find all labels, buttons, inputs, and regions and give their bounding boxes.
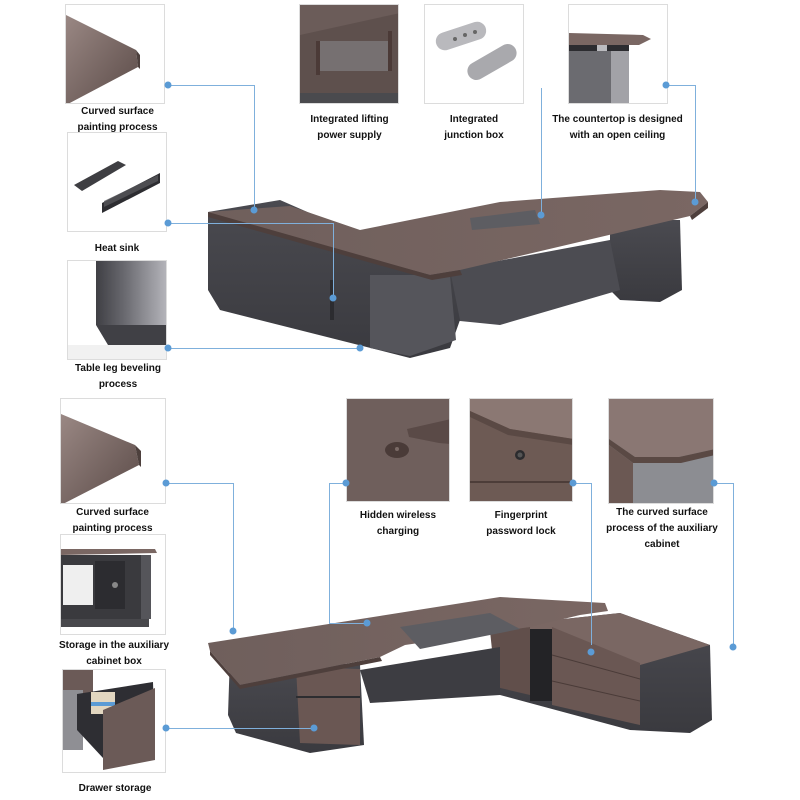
connector-line [591, 483, 592, 645]
wireless-charging-image [347, 399, 449, 501]
connector-dot [587, 648, 595, 656]
aux-storage-image [61, 549, 157, 627]
connector-dot [310, 724, 318, 732]
connector-line [166, 483, 233, 484]
caption-heat-sink: Heat sink [94, 243, 140, 254]
curved-edge-image [66, 15, 140, 103]
leg-bevel-image [68, 261, 166, 359]
thumb-lifting-power-supply [299, 4, 399, 104]
connector-line [329, 623, 367, 624]
thumb-open-ceiling [568, 4, 668, 104]
connector-dot [342, 479, 350, 487]
caption-table-leg-beveling: Table leg beveling process [75, 363, 161, 390]
caption-curved-surface-painting-top: Curved surface painting process [77, 106, 158, 133]
connector-dot [164, 81, 172, 89]
caption-lifting-power-supply: Integrated lifting power supply [310, 114, 389, 141]
connector-line [695, 85, 696, 202]
connector-line [573, 483, 592, 484]
connector-dot [164, 219, 172, 227]
connector-dot [229, 627, 237, 635]
thumb-curved-surface-painting-top [65, 4, 165, 104]
connector-line [254, 85, 255, 210]
aux-curved-image [609, 399, 713, 503]
connector-dot [537, 211, 545, 219]
connector-dot [162, 724, 170, 732]
connector-dot [569, 479, 577, 487]
connector-dot [329, 294, 337, 302]
thumb-drawer-storage [62, 669, 166, 773]
open-ceiling-image [569, 33, 651, 103]
connector-dot [356, 344, 364, 352]
thumb-fingerprint-lock [469, 398, 573, 502]
thumb-table-leg-beveling [67, 260, 167, 360]
connector-line [329, 483, 330, 623]
connector-line [329, 483, 346, 484]
caption-wireless-charging: Hidden wireless charging [359, 510, 437, 537]
connector-dot [662, 81, 670, 89]
caption-drawer-storage: Drawer storage [78, 783, 152, 794]
connector-line [166, 728, 314, 729]
thumb-junction-box [424, 4, 524, 104]
curved-edge-image [61, 414, 141, 503]
desk-render-top [200, 180, 710, 370]
connector-line [733, 483, 734, 647]
fingerprint-lock-image [470, 399, 572, 501]
thumb-heat-sink [67, 132, 167, 232]
connector-line [541, 88, 542, 215]
thumb-aux-cabinet-storage [60, 534, 166, 635]
thumb-aux-cabinet-curved [608, 398, 714, 504]
connector-dot [162, 479, 170, 487]
connector-dot [164, 344, 172, 352]
caption-aux-cabinet-curved: The curved surface process of the auxili… [606, 507, 718, 550]
drawer-storage-image [63, 670, 155, 770]
desk-render-bottom [200, 585, 750, 755]
caption-open-ceiling: The countertop is designed with an open … [552, 114, 683, 141]
connector-line [714, 483, 734, 484]
connector-dot [363, 619, 371, 627]
connector-dot [250, 206, 258, 214]
caption-fingerprint-lock: Fingerprint password lock [486, 510, 556, 537]
connector-dot [691, 198, 699, 206]
junction-box-image [435, 21, 517, 80]
connector-line [233, 483, 234, 631]
thumb-curved-surface-painting-bottom [60, 398, 166, 504]
connector-line [333, 223, 334, 298]
caption-aux-cabinet-storage: Storage in the auxiliary cabinet box [58, 640, 170, 667]
caption-curved-surface-painting-bottom: Curved surface painting process [72, 507, 153, 534]
heat-sink-image [74, 161, 160, 213]
connector-line [666, 85, 695, 86]
connector-dot [729, 643, 737, 651]
connector-dot [710, 479, 718, 487]
thumb-wireless-charging [346, 398, 450, 502]
caption-junction-box: Integrated junction box [444, 114, 504, 141]
connector-line [168, 348, 360, 349]
connector-line [168, 85, 254, 86]
connector-line [168, 223, 333, 224]
power-supply-image [300, 5, 398, 103]
